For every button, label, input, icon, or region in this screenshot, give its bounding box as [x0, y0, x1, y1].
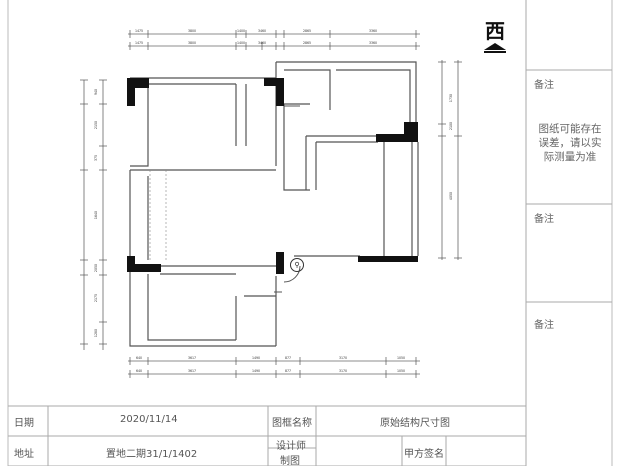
dim-left: 1640: [94, 211, 98, 219]
client-sign-label: 甲方签名: [404, 449, 444, 460]
dim-bottom-1: 1050: [397, 356, 405, 360]
note-label-3: 备注: [534, 320, 554, 331]
dim-right: 4050: [449, 192, 453, 200]
date-label: 日期: [14, 418, 34, 429]
dim-bottom-1: 3170: [339, 356, 347, 360]
meter-symbol-icon: ⚲: [290, 258, 304, 272]
note-label-1: 备注: [534, 80, 554, 91]
dim-bottom-2: 3617: [188, 369, 196, 373]
dim-top-2: 3800: [188, 41, 196, 45]
direction-west-icon: 西: [482, 20, 508, 54]
note-text-1: 图纸可能存在误差，请以实际测量为准: [538, 123, 602, 163]
designer-label: 设计师: [276, 441, 306, 452]
dim-top-1: 1400: [237, 29, 245, 33]
dim-left: 2150: [94, 121, 98, 129]
dim-top-1: 3360: [369, 29, 377, 33]
dim-left: 2175: [94, 294, 98, 302]
drafter-label: 制图: [280, 456, 300, 467]
dim-right: 1730: [449, 94, 453, 102]
dim-bottom-2: 3170: [339, 369, 347, 373]
north-arrow-icon: [484, 43, 506, 53]
dim-left: 940: [94, 89, 98, 95]
dim-bottom-1: 877: [285, 356, 291, 360]
dim-bottom-1: 640: [136, 356, 142, 360]
dim-top-1: 3800: [188, 29, 196, 33]
dim-top-2: 3460: [258, 41, 266, 45]
frame-name-label: 图框名称: [272, 418, 312, 429]
dim-left: 2050: [94, 264, 98, 272]
dim-left: 375: [94, 155, 98, 161]
dim-bottom-1: 3617: [188, 356, 196, 360]
dim-top-2: 3360: [369, 41, 377, 45]
dim-bottom-1: 1490: [252, 356, 260, 360]
dim-top-1: 1475: [135, 29, 143, 33]
direction-glyph: 西: [485, 19, 505, 43]
dim-bottom-2: 640: [136, 369, 142, 373]
dim-bottom-2: 1490: [252, 369, 260, 373]
dim-top-2: 1400: [237, 41, 245, 45]
dim-top-2: 2865: [303, 41, 311, 45]
note-label-2: 备注: [534, 214, 554, 225]
dim-top-1: 3460: [258, 29, 266, 33]
dim-top-1: 2865: [303, 29, 311, 33]
address-value: 置地二期31/1/1402: [106, 449, 198, 460]
dim-left: 1280: [94, 329, 98, 337]
address-label: 地址: [14, 449, 34, 460]
drawing-title: 原始结构尺寸图: [380, 418, 450, 429]
dim-top-2: 1475: [135, 41, 143, 45]
date-value: 2020/11/14: [120, 414, 178, 425]
dim-right: 2100: [449, 122, 453, 130]
dim-bottom-2: 877: [285, 369, 291, 373]
dim-bottom-2: 1050: [397, 369, 405, 373]
